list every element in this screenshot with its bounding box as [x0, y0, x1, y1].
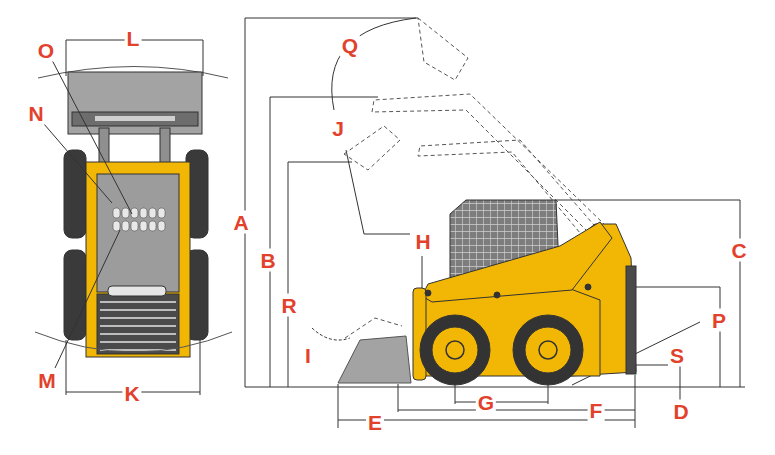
label-anchor: N — [26, 102, 45, 125]
illustration-part — [64, 150, 86, 238]
label-anchor: Q — [340, 34, 360, 57]
illustration-part — [122, 221, 129, 231]
dimension-letter: I — [303, 344, 313, 367]
dimension-letter: S — [668, 344, 686, 367]
dimension-letter: Q — [340, 34, 360, 57]
label-anchor: C — [729, 239, 748, 262]
dimension-letter: A — [231, 211, 250, 234]
illustration-part — [100, 302, 176, 350]
dimension-letter: E — [366, 411, 384, 434]
illustration-part — [332, 18, 416, 110]
dimension-letter: L — [125, 27, 142, 50]
illustration-part — [72, 112, 198, 126]
dimension-letter: N — [26, 102, 45, 125]
illustration-part — [345, 318, 402, 338]
dimension-letter: C — [729, 239, 748, 262]
illustration-part — [108, 286, 166, 296]
label-anchor: G — [476, 391, 496, 414]
illustration-part — [312, 328, 350, 340]
illustration-part — [446, 341, 464, 359]
illustration-part — [525, 327, 571, 373]
illustration-part — [422, 222, 612, 302]
illustration-part — [585, 284, 591, 290]
top-view — [35, 40, 232, 395]
illustration-part — [338, 336, 411, 383]
dimension-letter: F — [588, 399, 605, 422]
illustration-part — [97, 174, 179, 292]
illustration-part — [35, 332, 232, 352]
illustration-part — [95, 116, 175, 121]
illustration-part — [68, 72, 202, 134]
illustration-part — [97, 294, 179, 354]
illustration-part — [420, 315, 583, 385]
label-anchor: S — [668, 344, 686, 367]
illustration-part — [149, 208, 156, 218]
label-anchor: J — [330, 117, 346, 140]
illustration-part — [44, 124, 112, 203]
label-anchor: B — [258, 249, 277, 272]
label-anchor: F — [588, 399, 605, 422]
dimension-letter: G — [476, 391, 496, 414]
label-anchor: I — [303, 344, 313, 367]
label-anchor: L — [125, 27, 142, 50]
dimension-letter: K — [122, 382, 141, 405]
illustration-part — [432, 327, 478, 373]
illustration-part — [158, 221, 165, 231]
illustration-part — [113, 221, 120, 231]
label-anchor: A — [231, 211, 250, 234]
illustration-part — [288, 162, 352, 387]
illustration-part — [113, 208, 120, 218]
label-anchor: P — [710, 309, 728, 332]
side-view — [245, 18, 745, 428]
illustration-part — [95, 116, 175, 121]
illustration-part — [539, 341, 557, 359]
dimension-letter: H — [413, 230, 432, 253]
illustration-part — [131, 221, 138, 231]
illustration-part — [344, 126, 400, 170]
label-anchor: E — [366, 411, 384, 434]
dimension-letter: R — [279, 294, 298, 317]
dimension-letter: O — [36, 39, 56, 62]
dimension-letter: M — [36, 369, 58, 392]
illustration-part — [131, 208, 138, 218]
illustration-part — [245, 387, 745, 388]
illustration-part — [418, 18, 468, 80]
illustration-part — [149, 221, 156, 231]
illustration-part — [245, 18, 418, 387]
illustration-part — [494, 292, 500, 298]
illustration-part — [158, 208, 165, 218]
label-anchor: H — [413, 230, 432, 253]
label-anchor: R — [279, 294, 298, 317]
label-anchor: M — [36, 369, 58, 392]
illustration-part — [140, 208, 147, 218]
illustration-part — [425, 290, 431, 296]
illustration-part — [513, 315, 583, 385]
dimension-letter: B — [258, 249, 277, 272]
illustration-part — [140, 221, 147, 231]
illustration-part — [420, 315, 490, 385]
dimension-letter: D — [671, 400, 690, 423]
dimension-letter: J — [330, 117, 346, 140]
illustration-part — [122, 208, 129, 218]
illustration-part — [626, 266, 636, 374]
illustration-part — [113, 208, 165, 231]
label-anchor: D — [671, 400, 690, 423]
dimension-letter: P — [710, 309, 728, 332]
illustration-part — [346, 150, 410, 234]
label-anchor: K — [122, 382, 141, 405]
label-anchor: O — [36, 39, 56, 62]
illustration-part — [55, 230, 120, 368]
illustration-part — [52, 60, 132, 214]
